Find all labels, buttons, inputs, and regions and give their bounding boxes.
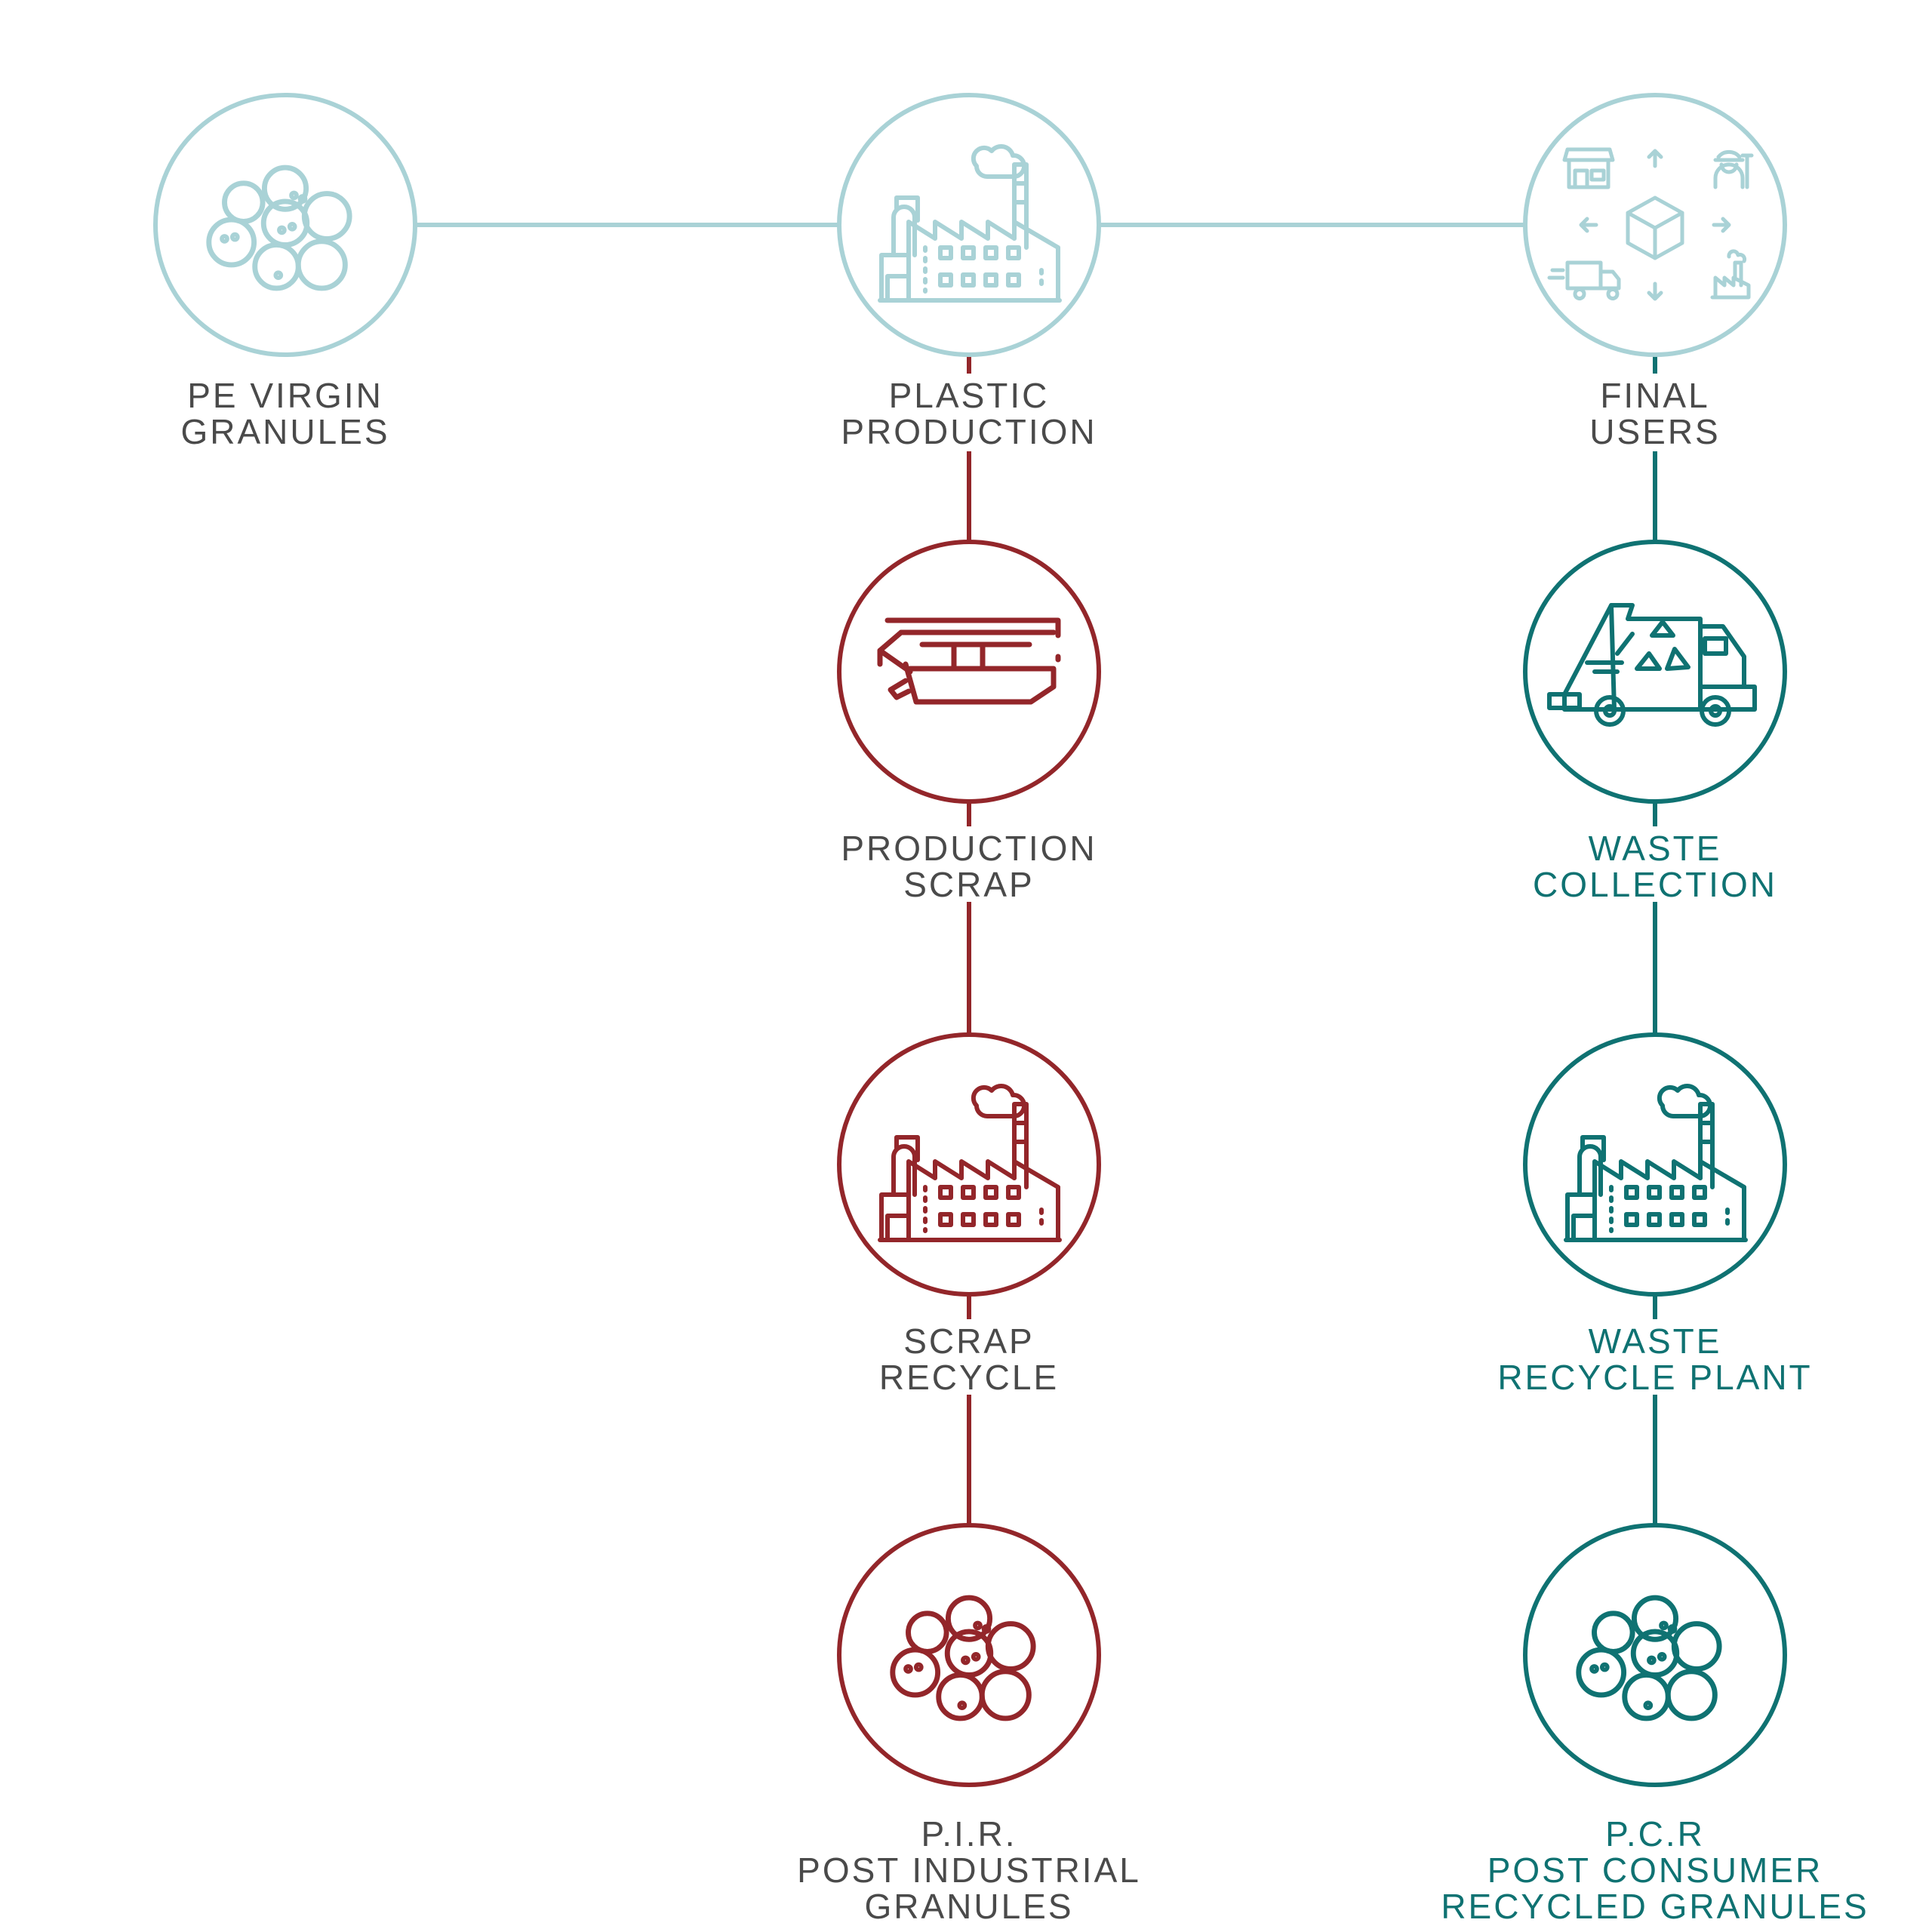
- label-line: PLASTIC: [888, 376, 1050, 415]
- node-plastic-production: [837, 93, 1101, 357]
- label-line: WASTE: [1588, 829, 1722, 868]
- label-line: POST CONSUMER: [1487, 1850, 1823, 1890]
- node-pcr: [1523, 1523, 1787, 1787]
- label-waste-recycle-plant: WASTE RECYCLE PLANT: [1391, 1323, 1919, 1395]
- node-circle: [1523, 93, 1787, 357]
- node-circle: [1523, 1523, 1787, 1787]
- node-circle: [153, 93, 417, 357]
- node-circle: [837, 1523, 1101, 1787]
- node-circle: [1523, 540, 1787, 804]
- diagram-nodes: [153, 93, 1787, 1787]
- label-line: GRANULES: [864, 1887, 1074, 1926]
- node-final-users: [1523, 93, 1787, 357]
- label-line: COLLECTION: [1533, 865, 1777, 904]
- label-line: P.C.R: [1605, 1814, 1705, 1854]
- label-pir-granules: P.I.R. POST INDUSTRIAL GRANULES: [705, 1816, 1233, 1924]
- node-production-scrap: [837, 540, 1101, 804]
- label-line: GRANULES: [180, 412, 390, 451]
- label-line: POST INDUSTRIAL: [797, 1850, 1141, 1890]
- label-line: FINAL: [1600, 376, 1710, 415]
- label-line: PRODUCTION: [841, 412, 1097, 451]
- label-line: WASTE: [1588, 1321, 1722, 1361]
- label-line: SCRAP: [903, 1321, 1035, 1361]
- label-line: P.I.R.: [921, 1814, 1017, 1854]
- label-line: USERS: [1589, 412, 1721, 451]
- label-production-scrap: PRODUCTION SCRAP: [705, 830, 1233, 903]
- label-line: RECYCLE: [878, 1358, 1060, 1397]
- label-line: SCRAP: [903, 865, 1035, 904]
- node-scrap-recycle: [837, 1032, 1101, 1297]
- label-plastic-production: PLASTIC PRODUCTION: [705, 377, 1233, 450]
- label-line: RECYCLE PLANT: [1497, 1358, 1813, 1397]
- label-line: PRODUCTION: [841, 829, 1097, 868]
- node-circle: [837, 540, 1101, 804]
- connector-lines: [415, 223, 1657, 1525]
- node-pe-virgin: [153, 93, 417, 357]
- node-waste-recycle-plant: [1523, 1032, 1787, 1297]
- label-waste-collection: WASTE COLLECTION: [1391, 830, 1919, 903]
- label-line: RECYCLED GRANULES: [1441, 1887, 1869, 1926]
- label-scrap-recycle: SCRAP RECYCLE: [705, 1323, 1233, 1395]
- label-pe-virgin-granules: PE VIRGIN GRANULES: [21, 377, 549, 450]
- node-pir: [837, 1523, 1101, 1787]
- label-line: PE VIRGIN: [187, 376, 383, 415]
- label-final-users: FINAL USERS: [1391, 377, 1919, 450]
- label-pcr-granules: P.C.R POST CONSUMER RECYCLED GRANULES: [1391, 1816, 1919, 1924]
- node-waste-collection: [1523, 540, 1787, 804]
